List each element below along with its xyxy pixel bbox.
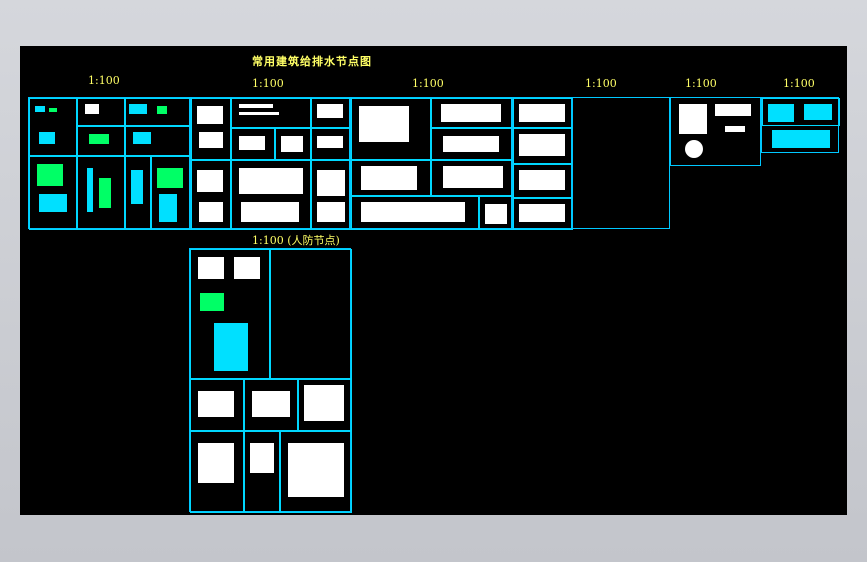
sheet-group-1[interactable] [28, 97, 191, 230]
drawing-title: 常用建筑给排水节点图 [252, 55, 372, 68]
cad-model-space[interactable]: 常用建筑给排水节点图 1:100 1:100 1:100 1:100 1:100… [20, 46, 847, 515]
scale-label-5: 1:100 [685, 77, 717, 90]
scale-label-3: 1:100 [412, 77, 444, 90]
sheet-group-2[interactable] [190, 97, 351, 230]
sheet-group-3[interactable] [350, 97, 513, 230]
sheet-group-4[interactable] [512, 97, 573, 230]
scale-label-2: 1:100 [252, 77, 284, 90]
sheet-group-6[interactable] [761, 97, 840, 153]
sheet-group-5[interactable] [670, 97, 761, 166]
scale-label-4: 1:100 [585, 77, 617, 90]
civil-defense-title: 1:100 (人防节点) [252, 234, 340, 247]
sheet-empty[interactable] [572, 97, 670, 229]
sheet-civil-defense[interactable] [189, 248, 352, 513]
scale-label-1: 1:100 [88, 74, 120, 87]
scale-label-6: 1:100 [783, 77, 815, 90]
